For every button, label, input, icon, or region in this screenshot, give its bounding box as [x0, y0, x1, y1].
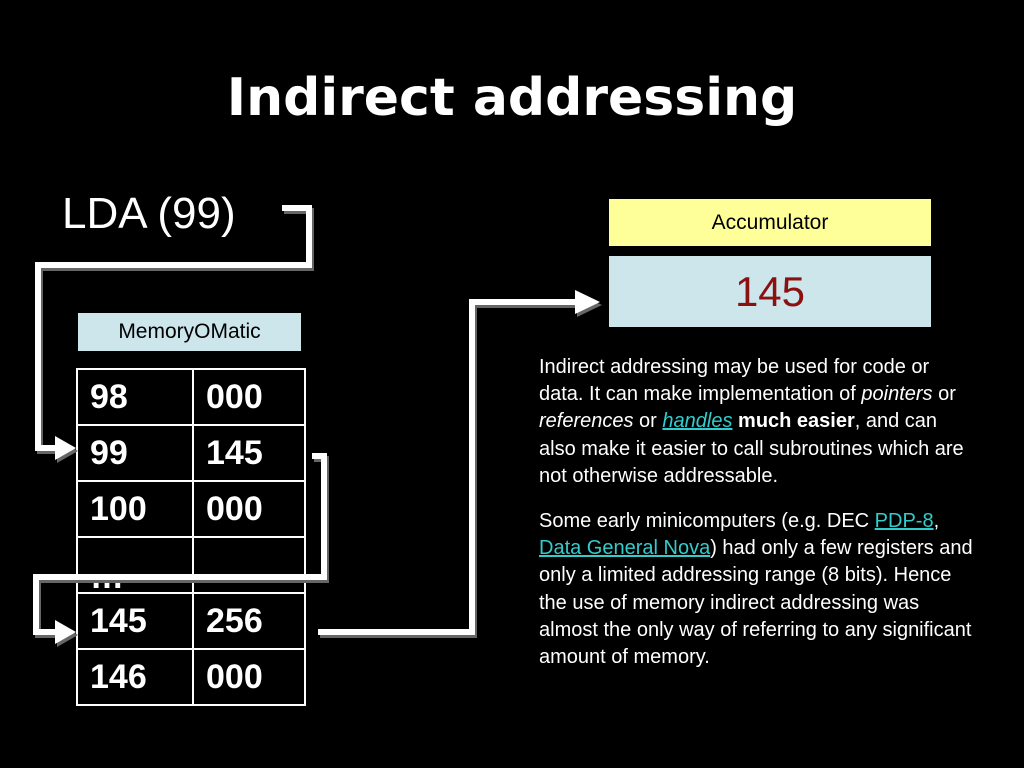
handles-link[interactable]: handles: [662, 410, 732, 432]
term-references: references: [539, 410, 634, 433]
memory-address: 99: [76, 424, 194, 482]
memory-row: 145 256: [76, 592, 306, 650]
emphasis-much-easier: much easier: [738, 410, 855, 433]
memory-value: 000: [192, 368, 306, 426]
description-paragraph-2: Some early minicomputers (e.g. DEC PDP-8…: [539, 508, 979, 671]
memory-value: [192, 536, 306, 594]
pdp8-link[interactable]: PDP-8: [874, 510, 934, 533]
pointer-arrow-to-accumulator: [318, 299, 575, 635]
description-text: Some early minicomputers (e.g. DEC: [539, 510, 875, 533]
nova-link[interactable]: Data General Nova: [539, 537, 711, 560]
term-pointers: pointers: [861, 383, 933, 406]
accumulator-value: 145: [609, 256, 931, 327]
arrowhead-icon: [575, 290, 600, 314]
memory-address: 100: [76, 480, 194, 538]
memory-address: 146: [76, 648, 194, 706]
memory-table: 98 000 99 145 100 000 … 145 256 146 000: [76, 368, 306, 706]
description-text: , and can also make it easier to call su…: [539, 410, 964, 487]
description-text: or: [633, 410, 663, 433]
accumulator-label: Accumulator: [609, 199, 931, 246]
description-paragraph-1: Indirect addressing may be used for code…: [539, 354, 979, 490]
handles-link-text: handles: [662, 410, 733, 433]
memory-row: 100 000: [76, 480, 306, 538]
memory-row: 98 000: [76, 368, 306, 426]
description-text: or: [932, 383, 956, 406]
memory-value: 256: [192, 592, 306, 650]
memory-address: 145: [76, 592, 194, 650]
memory-row: 99 145: [76, 424, 306, 482]
memory-address: 98: [76, 368, 194, 426]
description-text: Indirect addressing may be used for code…: [539, 356, 930, 406]
description-text: ) had only a few registers and only a li…: [539, 537, 973, 669]
instruction-text: LDA (99): [62, 189, 236, 238]
description: Indirect addressing may be used for code…: [539, 354, 979, 689]
accumulator-label-text: Accumulator: [711, 210, 829, 234]
slide-title: Indirect addressing: [226, 68, 798, 128]
memory-value: 000: [192, 480, 306, 538]
arrowhead-icon: [55, 620, 76, 644]
memory-row: 146 000: [76, 648, 306, 706]
memory-label-text: MemoryOMatic: [118, 320, 261, 343]
arrowhead-icon: [55, 436, 76, 460]
memory-value: 145: [192, 424, 306, 482]
memory-value: 000: [192, 648, 306, 706]
pointer-arrow-indirect: [33, 453, 327, 635]
description-text: ,: [933, 510, 940, 533]
memory-label: MemoryOMatic: [78, 313, 301, 351]
accumulator-value-text: 145: [734, 267, 806, 315]
pointer-arrow-instruction: [35, 205, 312, 451]
